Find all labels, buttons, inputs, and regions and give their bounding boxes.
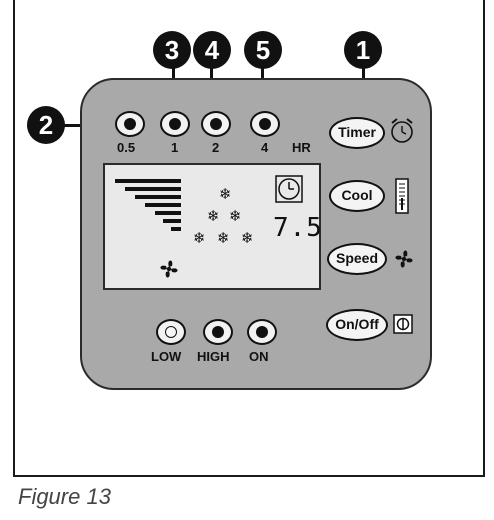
timer-button[interactable]: Timer <box>329 117 385 149</box>
fan-speed-bar <box>115 179 181 183</box>
fan-icon <box>395 250 413 268</box>
alarm-clock-icon <box>391 118 413 143</box>
callout-3: 3 <box>153 31 191 69</box>
snowflake-icon: ❄ <box>229 208 242 225</box>
callout-2: 2 <box>27 106 65 144</box>
fan-icon <box>160 260 178 278</box>
snowflake-icon: ❄ <box>207 208 220 225</box>
fan-speed-bar <box>163 219 181 223</box>
high-indicator <box>203 319 233 345</box>
fan-speed-bar <box>155 211 181 215</box>
low-indicator <box>156 319 186 345</box>
snowflake-icon: ❄ <box>219 186 232 203</box>
snowflake-icon: ❄ <box>193 230 206 247</box>
on-label: ON <box>249 349 269 364</box>
timer-0.5-indicator <box>115 111 145 137</box>
callout-5: 5 <box>244 31 282 69</box>
on-off-button[interactable]: On/Off <box>326 309 388 341</box>
temperature-readout: 7.5 <box>273 213 323 243</box>
on-indicator <box>247 319 277 345</box>
figure-frame <box>13 0 485 477</box>
clock-icon <box>275 175 303 203</box>
timer-label-hr: HR <box>292 140 311 155</box>
high-label: HIGH <box>197 349 230 364</box>
power-icon <box>393 314 413 334</box>
timer-4-indicator <box>250 111 280 137</box>
cool-button[interactable]: Cool <box>329 180 385 212</box>
fan-speed-bar <box>135 195 181 199</box>
timer-label-1: 1 <box>171 140 179 155</box>
fan-speed-bar <box>125 187 181 191</box>
snowflake-icon: ❄ <box>217 230 230 247</box>
speed-button[interactable]: Speed <box>327 243 387 275</box>
fan-speed-bar <box>171 227 181 231</box>
timer-label-4: 4 <box>261 140 269 155</box>
low-label: LOW <box>151 349 182 364</box>
timer-label-0.5: 0.5 <box>117 140 136 155</box>
fan-speed-bar <box>145 203 181 207</box>
thermometer-icon <box>395 178 409 214</box>
timer-2-indicator <box>201 111 231 137</box>
figure-caption: Figure 13 <box>18 484 111 509</box>
snowflake-icon: ❄ <box>241 230 254 247</box>
timer-label-2: 2 <box>212 140 220 155</box>
callout-4: 4 <box>193 31 231 69</box>
callout-1: 1 <box>344 31 382 69</box>
timer-1-indicator <box>160 111 190 137</box>
lcd-display: ❄ ❄ ❄ ❄ ❄ ❄ 7.5 <box>103 163 323 290</box>
